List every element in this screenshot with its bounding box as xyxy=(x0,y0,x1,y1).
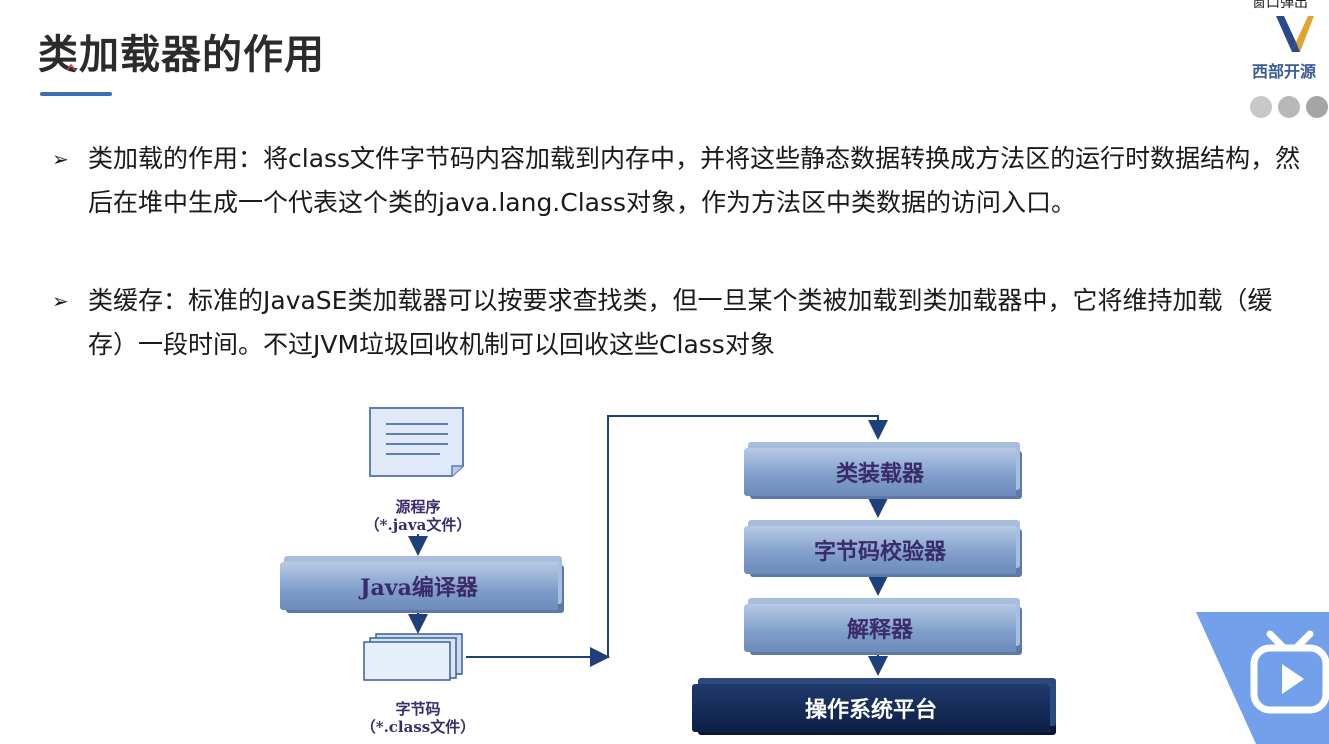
logo-icon xyxy=(1276,16,1314,52)
title-underline xyxy=(40,92,112,96)
source-label: 源程序 xyxy=(395,498,441,516)
interpreter-label: 解释器 xyxy=(846,617,913,643)
bytecode-verifier-label: 字节码校验器 xyxy=(813,539,946,565)
slide-nav-dots[interactable] xyxy=(1250,96,1328,118)
os-platform-label: 操作系统平台 xyxy=(804,697,937,723)
title-mark-icon xyxy=(66,63,76,71)
compiler-label: Java编译器 xyxy=(360,575,478,601)
compiler-box: Java编译器 xyxy=(280,562,558,610)
bytecode-verifier-box: 字节码校验器 xyxy=(744,526,1016,574)
bilibili-icon[interactable] xyxy=(1196,612,1329,744)
bullet-arrow-icon: ➢ xyxy=(52,289,69,313)
source-sub-label: （*.java文件） xyxy=(364,516,472,534)
document-icon xyxy=(369,407,464,477)
nav-dot[interactable] xyxy=(1250,96,1272,118)
bullet-text: 类缓存：标准的JavaSE类加载器可以按要求查找类，但一旦某个类被加载到类加载器… xyxy=(88,286,1273,359)
bullet-arrow-icon: ➢ xyxy=(52,147,69,171)
corner-text: 窗口弹出 xyxy=(1252,0,1308,11)
class-loader-label: 类装载器 xyxy=(835,461,924,487)
nav-dot[interactable] xyxy=(1278,96,1300,118)
os-platform-box: 操作系统平台 xyxy=(692,684,1050,732)
class-loader-box: 类装载器 xyxy=(744,448,1016,496)
page-title: 类加载器的作用 xyxy=(38,32,325,78)
files-icon xyxy=(363,633,463,681)
bytecode-label: 字节码 xyxy=(395,700,441,718)
nav-dot[interactable] xyxy=(1306,96,1328,118)
bullet-text: 类加载的作用：将class文件字节码内容加载到内存中，并将这些静态数据转换成方法… xyxy=(88,144,1301,217)
logo-text: 西部开源 xyxy=(1252,62,1317,81)
interpreter-box: 解释器 xyxy=(744,604,1016,652)
bytecode-sub-label: （*.class文件） xyxy=(360,718,476,736)
